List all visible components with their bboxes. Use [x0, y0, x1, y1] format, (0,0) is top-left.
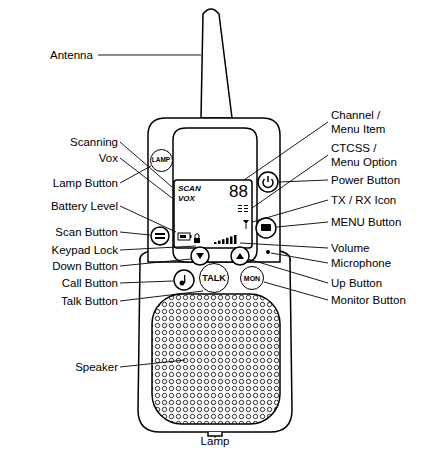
lcd-text: 88: [229, 183, 248, 200]
leader-line: [277, 222, 328, 227]
segment: [238, 211, 242, 212]
part-label: Down Button: [52, 259, 118, 273]
call-button: [174, 270, 194, 290]
volume-bar: [218, 241, 221, 244]
leader-line: [120, 246, 196, 250]
leader-line: [279, 180, 328, 182]
lcd-text: VOX: [178, 195, 195, 203]
call-note: [180, 281, 185, 286]
leader-line: [252, 155, 328, 208]
part-label: Power Button: [331, 173, 400, 187]
battery-charge: [180, 235, 186, 238]
segment: [244, 208, 248, 209]
segment: [244, 205, 248, 206]
leader-line: [98, 55, 201, 56]
button: MON: [240, 266, 264, 290]
up-arrow: [236, 253, 244, 259]
down-arrow: [196, 253, 204, 259]
scan-button: [151, 227, 169, 245]
antenna: [201, 9, 232, 118]
tx-rx-icon: [243, 220, 249, 229]
screen-window: [173, 128, 257, 262]
volume-bars: [214, 235, 237, 244]
part-label: Monitor Button: [331, 293, 406, 307]
leader-line: [252, 200, 328, 222]
leader-line: [120, 232, 150, 235]
button-label: TALK: [202, 274, 225, 283]
part-label: Microphone: [331, 256, 391, 270]
down-button: [191, 247, 209, 265]
part-label: Call Button: [62, 276, 118, 290]
part-label: Talk Button: [61, 294, 118, 308]
microphone-hole: [266, 250, 270, 254]
volume-bar: [226, 238, 229, 244]
part-label: Lamp: [201, 434, 230, 448]
housing: [138, 251, 292, 432]
power-button: [258, 172, 278, 192]
part-label: Scan Button: [55, 225, 118, 239]
leader-line: [244, 122, 328, 180]
battery-icon: [178, 233, 190, 240]
leader-line: [240, 243, 328, 248]
leader-line: [120, 259, 191, 266]
menu-lock-icon: [261, 224, 271, 231]
segment: [238, 205, 242, 206]
leader-lines: [98, 55, 328, 438]
volume-bar: [214, 242, 217, 244]
head: [148, 118, 280, 262]
volume-bar: [230, 236, 233, 244]
button-label: MON: [244, 275, 260, 282]
segment: [238, 208, 242, 209]
leader-line: [120, 206, 176, 232]
lcd-panel: [174, 180, 252, 248]
part-label: Keypad Lock: [52, 243, 119, 257]
ctcss-digits: [238, 205, 248, 212]
button-icons: [155, 224, 271, 286]
part-label: Antenna: [50, 48, 93, 62]
keypad-lock-shackle: [195, 234, 199, 239]
leader-line: [120, 281, 173, 283]
part-label: Up Button: [331, 276, 382, 290]
lcd-text: SCAN: [178, 185, 201, 193]
leader-line: [271, 253, 328, 263]
part-label: TX / RX Icon: [331, 193, 396, 207]
call-note-stem: [184, 275, 185, 283]
battery-tip: [190, 235, 192, 238]
button: TALK: [199, 263, 229, 293]
lcd-display: SCAN VOX 88: [174, 180, 252, 248]
leader-line: [120, 360, 185, 367]
volume-bar: [234, 235, 237, 244]
power-icon: [263, 176, 273, 188]
up-button: [231, 247, 249, 265]
button: LAMP: [150, 149, 173, 172]
leader-line: [120, 291, 203, 301]
scan-icon: [155, 237, 165, 239]
leader-line: [264, 282, 328, 300]
part-label: Scanning: [70, 135, 118, 149]
part-label: Speaker: [75, 360, 118, 374]
button-label: LAMP: [152, 157, 170, 164]
power-symbol: [267, 176, 269, 182]
part-label: Lamp Button: [53, 176, 118, 190]
scan-icon: [155, 233, 165, 235]
part-label: Vox: [99, 151, 118, 165]
part-label: Channel / Menu Item: [331, 108, 401, 136]
speaker: [152, 294, 280, 424]
keypad-lock-icon: [194, 238, 200, 243]
part-label: Battery Level: [51, 199, 118, 213]
part-label: CTCSS / Menu Option: [331, 141, 401, 169]
radio-body: [138, 9, 292, 436]
volume-bar: [222, 239, 225, 244]
part-label: MENU Button: [331, 215, 401, 229]
part-label: Volume: [331, 241, 369, 255]
segment: [244, 211, 248, 212]
lcd-icons: [178, 205, 249, 244]
menu-button: [256, 218, 276, 238]
leader-line: [120, 166, 151, 183]
